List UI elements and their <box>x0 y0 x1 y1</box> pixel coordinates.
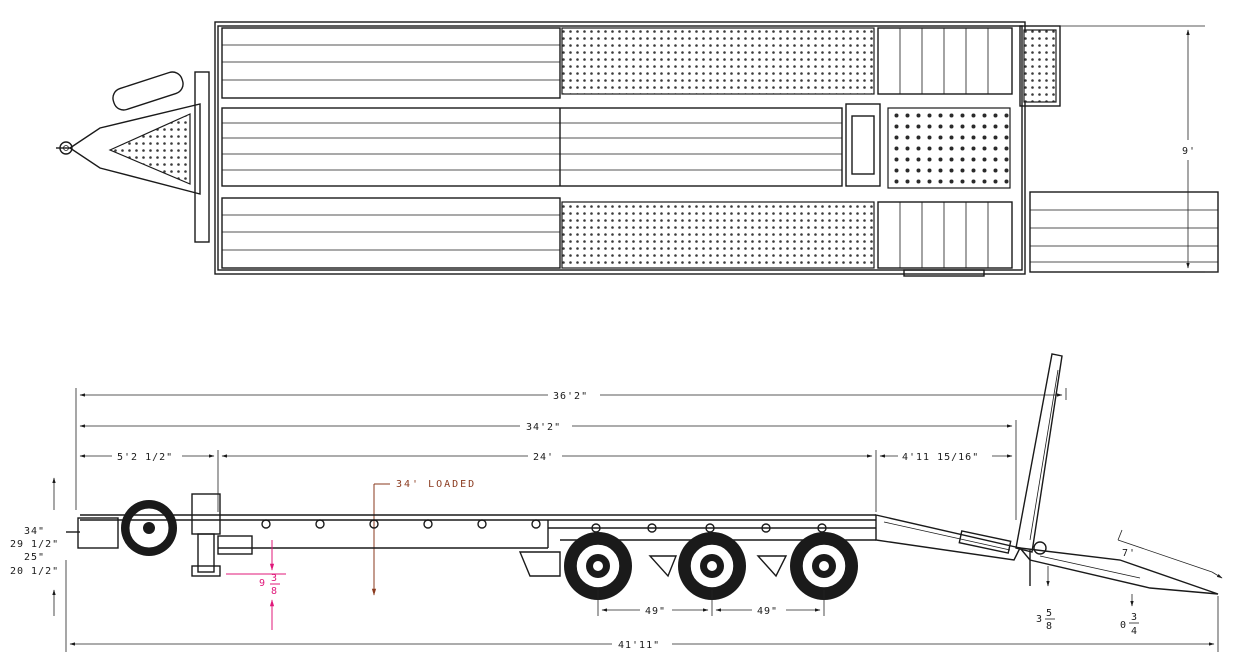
axle-spacing-dimensions: 49" 49" <box>597 590 825 617</box>
ramp-drop-dimension: 3 5 8 0 3 4 <box>1036 566 1139 637</box>
tread-plate-lower <box>561 201 875 269</box>
ramp-drop-den: 8 <box>1046 621 1053 632</box>
deck-boards <box>221 27 843 269</box>
height-29-half: 29 1/2" <box>10 539 59 550</box>
main-deck-label: 24' <box>533 452 554 463</box>
rear-ramp: 7' <box>1015 353 1223 595</box>
ramp-drop-whole: 3 <box>1036 614 1043 625</box>
rear-section-top <box>845 25 1219 277</box>
loaded-height-label: 34' LOADED <box>396 479 476 490</box>
ramp-drop-num: 5 <box>1046 608 1053 619</box>
ramp-length-label: 7' <box>1122 548 1136 559</box>
main-frame-side <box>80 514 1022 561</box>
deck-length-label: 34'2" <box>526 422 561 433</box>
tongue-top <box>56 71 210 243</box>
beavertail-label: 4'11 15/16" <box>902 452 979 463</box>
tongue-length-label: 5'2 1/2" <box>117 452 173 463</box>
top-view: 9' <box>56 21 1219 277</box>
overall-length-bottom-label: 41'11" <box>618 640 660 651</box>
overall-length-bottom-dimension: 41'11" <box>65 560 1219 652</box>
height-20-half: 20 1/2" <box>10 566 59 577</box>
jack-clearance-dimension: 9 3 8 <box>226 540 286 630</box>
tongue-side <box>66 493 253 577</box>
loaded-height-marker: 34' LOADED <box>371 479 476 596</box>
axles <box>518 532 858 600</box>
axle-spacing-2-label: 49" <box>757 606 778 617</box>
tread-plate-upper <box>561 27 875 95</box>
overall-length-top-label: 36'2" <box>553 391 588 402</box>
ramp-tip-whole: 0 <box>1120 620 1127 631</box>
height-25: 25" <box>24 552 45 563</box>
jack-clearance-den: 8 <box>271 586 277 597</box>
ramp-tip-num: 3 <box>1131 612 1138 623</box>
axle-spacing-1-label: 49" <box>645 606 666 617</box>
height-labels: 34" 29 1/2" 25" 20 1/2" <box>10 477 59 616</box>
width-dimension: 9' <box>1060 25 1218 273</box>
width-label: 9' <box>1182 146 1196 157</box>
jack-clearance-whole: 9 <box>259 578 265 589</box>
ramp-tip-den: 4 <box>1131 626 1138 637</box>
length-dimensions: 36'2" 34'2" 5'2 1/2" 24' 4'11 15/16" <box>75 388 1067 520</box>
side-view: 36'2" 34'2" 5'2 1/2" 24' 4'11 15/16" 34'… <box>10 353 1223 652</box>
height-34: 34" <box>24 526 45 537</box>
jack-clearance-num: 3 <box>271 573 277 584</box>
